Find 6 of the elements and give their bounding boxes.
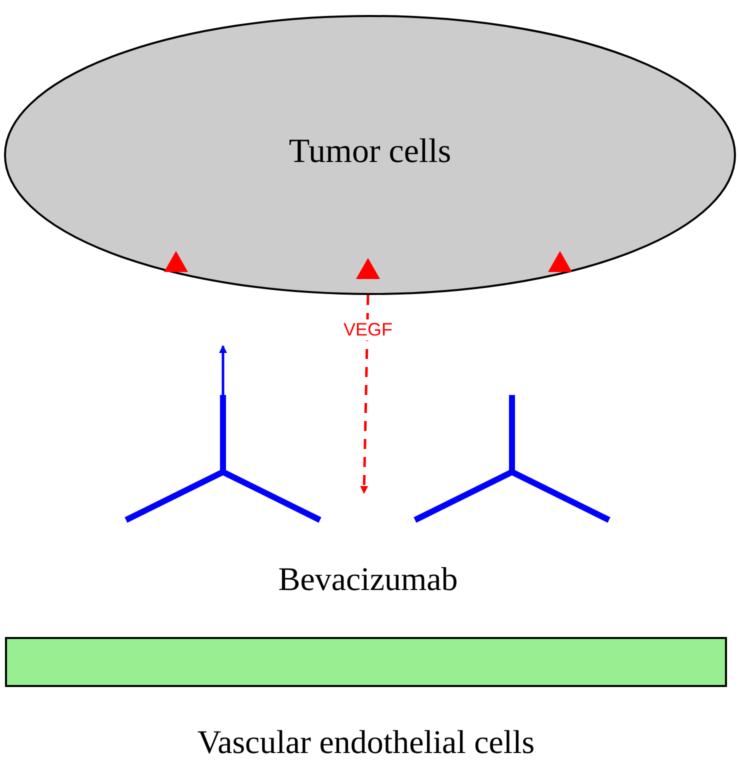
edge-label: VEGF <box>342 320 394 340</box>
drug-label: Bevacizumab <box>277 562 459 599</box>
arrow <box>360 294 370 494</box>
layer-label: Vascular endothelial cells <box>196 725 536 762</box>
cell-label: Tumor cells <box>288 133 452 171</box>
arrow <box>219 345 227 395</box>
